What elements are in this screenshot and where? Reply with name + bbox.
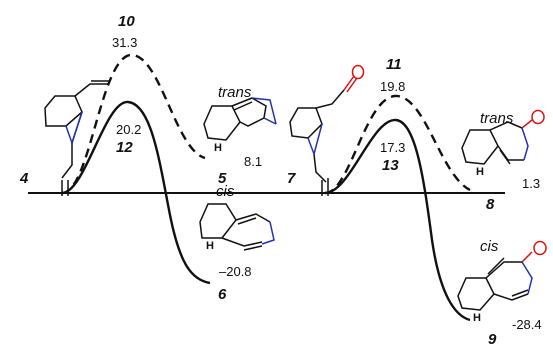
- reactant-4-label: 4: [20, 170, 29, 187]
- product-6-energy: –20.8: [219, 264, 252, 279]
- product-5-h: H: [214, 142, 222, 154]
- ts-13-label: 13: [382, 157, 399, 174]
- molecule-9: [457, 251, 533, 311]
- molecule-8: [461, 119, 533, 165]
- reactant-7-label: 7: [287, 170, 296, 187]
- product-8-name: trans: [480, 110, 514, 127]
- molecule-5: [203, 97, 277, 141]
- ts-12-label: 12: [116, 139, 133, 156]
- product-6-name: cis: [216, 183, 235, 200]
- product-9-label: 9: [488, 331, 497, 345]
- oxygen-atom-9: [533, 240, 547, 256]
- oxygen-atom-8: [531, 109, 545, 125]
- product-6-h: H: [206, 240, 214, 252]
- dashed-profile-10: [61, 53, 206, 195]
- product-5-name: trans: [218, 84, 252, 101]
- solid-profile-12: [61, 100, 211, 285]
- product-6-label: 6: [218, 286, 227, 303]
- ts-13-energy: 17.3: [380, 140, 406, 155]
- product-8-label: 8: [486, 196, 495, 213]
- product-8-h: H: [476, 166, 484, 178]
- molecule-4: [44, 80, 109, 196]
- product-9-h: H: [473, 312, 481, 324]
- ts-11-label: 11: [386, 56, 402, 73]
- ts-11-energy: 19.8: [380, 79, 406, 94]
- ts-10-label: 10: [118, 13, 135, 30]
- product-8-energy: 1.3: [522, 176, 541, 191]
- product-9-energy: -28.4: [512, 317, 542, 332]
- molecule-7: [289, 75, 358, 196]
- molecule-6: [199, 203, 275, 251]
- ts-12-energy: 20.2: [116, 122, 142, 137]
- oxygen-atom-7: [351, 64, 365, 80]
- ts-10-energy: 31.3: [112, 35, 138, 50]
- dashed-profile-11: [324, 94, 471, 195]
- solid-profile-13: [324, 118, 471, 322]
- product-5-energy: 8.1: [244, 154, 263, 169]
- product-5-label: 5: [218, 170, 227, 187]
- product-9-name: cis: [480, 238, 499, 255]
